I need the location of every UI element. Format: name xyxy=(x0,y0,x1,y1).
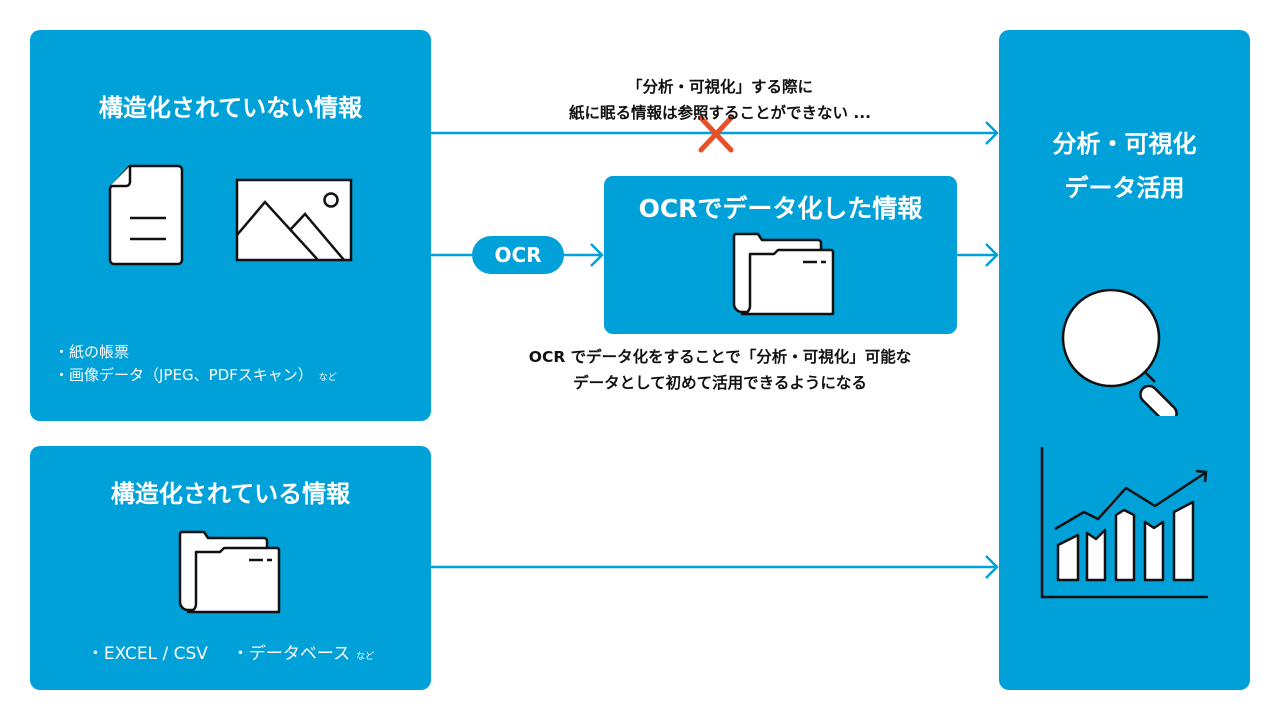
analysis-title-line1: 分析・可視化 xyxy=(1052,130,1197,158)
analysis-panel: 分析・可視化 データ活用 xyxy=(999,30,1250,690)
image-icon xyxy=(235,178,353,262)
folder-icon xyxy=(732,232,835,316)
ocr-to-analysis-arrow xyxy=(957,243,999,267)
analysis-title: 分析・可視化 データ活用 xyxy=(999,122,1250,210)
example-image-data: ・画像データ（JPEG、PDFスキャン） xyxy=(54,366,313,384)
ocr-benefit-note: OCR でデータ化をすることで「分析・可視化」可能な データとして初めて活用でき… xyxy=(430,344,1010,396)
magnifier-icon xyxy=(1061,288,1178,416)
ocr-benefit-line1: OCR でデータ化をすることで「分析・可視化」可能な xyxy=(528,348,912,366)
ocr-benefit-line2: データとして初めて活用できるようになる xyxy=(573,374,867,392)
ocr-data-title: OCRでデータ化した情報 xyxy=(638,194,923,223)
etc-label: など xyxy=(318,373,337,383)
blocked-note-line1: 「分析・可視化」する際に xyxy=(626,78,813,96)
unstructured-info-panel: 構造化されていない情報 ・紙の帳票 ・画像データ（JPEG、PDFスキャン） など xyxy=(30,30,431,421)
etc-label: など xyxy=(356,652,375,662)
cross-icon xyxy=(698,115,734,153)
example-database: ・データベース xyxy=(231,644,351,664)
unstructured-title: 構造化されていない情報 xyxy=(98,94,363,122)
structured-examples: ・EXCEL / CSV ・データベースなど xyxy=(30,639,431,664)
structured-info-panel: 構造化されている情報 ・EXCEL / CSV ・データベースなど xyxy=(30,446,431,690)
bar-chart-icon xyxy=(1040,447,1208,599)
structured-arrow xyxy=(431,555,999,579)
blocked-note: 「分析・可視化」する際に 紙に眠る情報は参照することができない ... xyxy=(430,74,1010,126)
example-excel-csv: ・EXCEL / CSV xyxy=(86,644,208,664)
structured-title: 構造化されている情報 xyxy=(110,480,351,508)
ocr-data-panel: OCRでデータ化した情報 xyxy=(604,176,957,334)
ocr-step-pill: OCR xyxy=(472,236,564,274)
blocked-note-line2: 紙に眠る情報は参照することができない ... xyxy=(568,104,872,122)
analysis-title-line2: データ活用 xyxy=(1064,174,1185,202)
unstructured-examples: ・紙の帳票 ・画像データ（JPEG、PDFスキャン） など xyxy=(54,341,337,390)
example-paper-forms: ・紙の帳票 xyxy=(54,343,130,361)
folder-icon xyxy=(178,530,281,614)
document-icon xyxy=(108,164,184,266)
ocr-arrow xyxy=(431,243,604,267)
